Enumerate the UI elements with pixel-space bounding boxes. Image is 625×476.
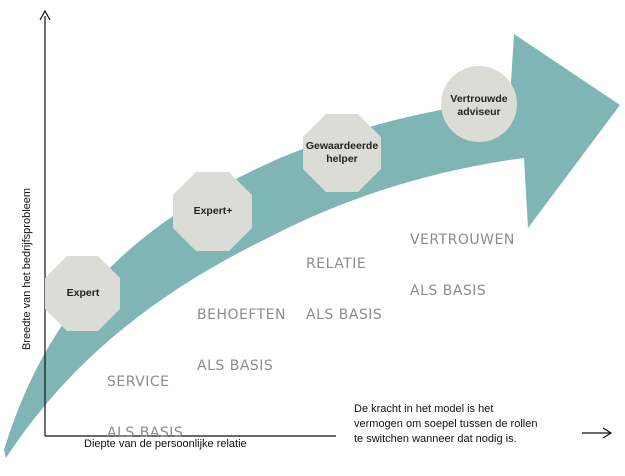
x-axis-label: Diepte van de persoonlijke relatie [84, 438, 247, 450]
node-gewaardeerde-helper-line-1: Gewaardeerde [305, 140, 379, 152]
node-gewaardeerde-helper-shape [303, 114, 381, 192]
stage-relatie: RELATIE ALS BASIS [306, 222, 382, 358]
node-gewaardeerde-helper-line-2: helper [326, 153, 358, 165]
stage-service-line-1: SERVICE [107, 374, 170, 390]
node-vertrouwde-adviseur-line-1: Vertrouwde [450, 93, 508, 105]
model-note: De kracht in het model is het vermogen o… [354, 402, 537, 447]
node-vertrouwde-adviseur-shape [441, 66, 517, 142]
node-vertrouwde-adviseur-line-2: adviseur [457, 106, 501, 118]
x-axis-arrowhead [602, 427, 613, 439]
diagram-canvas: Expert Expert+ Gewaardeerde helper Vertr… [4, 9, 620, 458]
node-expert-line-1: Expert [66, 287, 100, 299]
node-gewaardeerde-helper-label: Gewaardeerde helper [300, 140, 384, 166]
stage-vertrouwen-line-1: VERTROUWEN [410, 232, 515, 248]
stage-vertrouwen: VERTROUWEN ALS BASIS [410, 198, 515, 334]
stage-relatie-line-2: ALS BASIS [306, 307, 383, 323]
stage-behoeften-line-1: BEHOEFTEN [197, 307, 287, 323]
stage-behoeften: BEHOEFTEN ALS BASIS [197, 273, 286, 409]
node-vertrouwde-adviseur-label: Vertrouwde adviseur [440, 93, 518, 119]
growth-arrow [4, 34, 620, 458]
diagram-svg [4, 9, 620, 458]
model-note-line-1: De kracht in het model is het [354, 403, 494, 415]
model-note-line-3: te switchen wanneer dat nodig is. [354, 433, 517, 445]
node-expert-plus-label: Expert+ [173, 205, 253, 218]
node-expert-label: Expert [45, 287, 121, 300]
node-expert-plus-line-1: Expert+ [193, 205, 233, 217]
stage-service: SERVICE ALS BASIS [107, 340, 183, 476]
y-axis-arrowhead [39, 9, 51, 21]
node-expert-shape [45, 256, 120, 331]
stage-relatie-line-1: RELATIE [306, 256, 367, 272]
stage-behoeften-line-2: ALS BASIS [197, 358, 274, 374]
stage-vertrouwen-line-2: ALS BASIS [410, 283, 487, 299]
y-axis-label: Breedte van het bedrijfsprobleem [21, 187, 33, 350]
node-expert-plus-shape [173, 172, 252, 251]
model-note-line-2: vermogen om soepel tussen de rollen [354, 418, 538, 430]
stage-service-line-2: ALS BASIS [107, 425, 184, 441]
